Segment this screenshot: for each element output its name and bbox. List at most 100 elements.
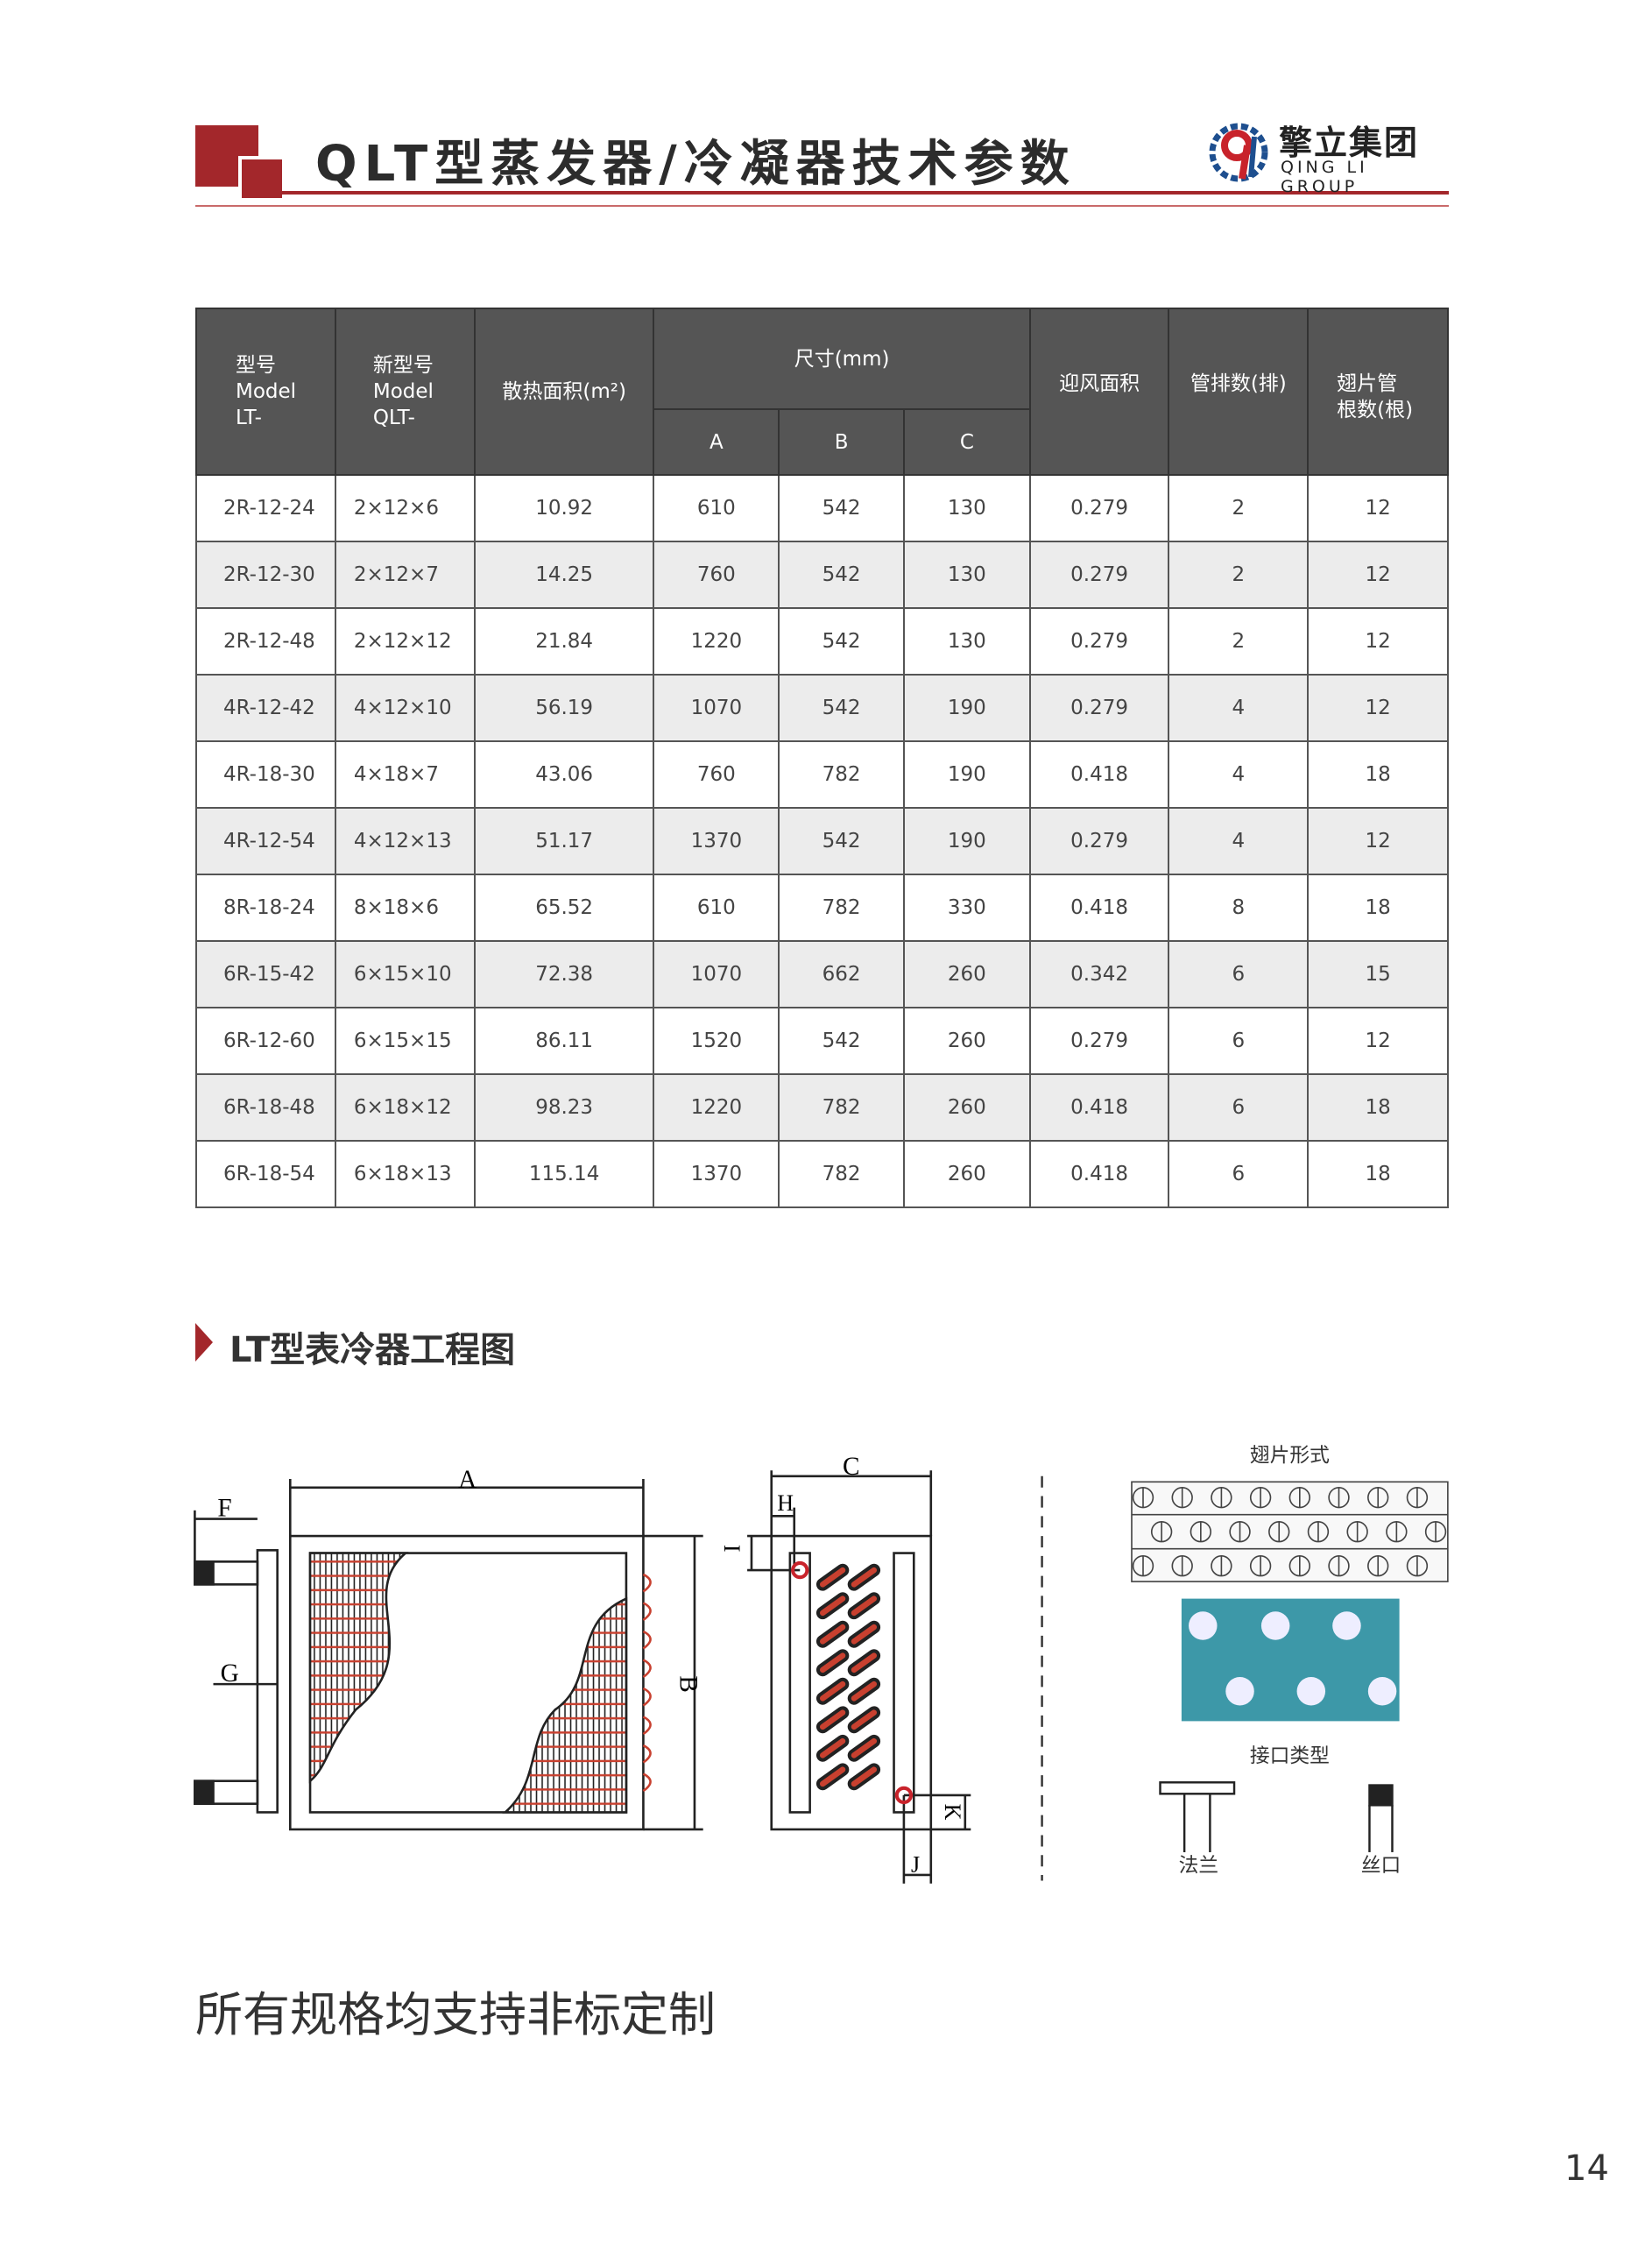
- table-cell: 6: [1168, 940, 1310, 1008]
- table-cell: 4R-12-54: [195, 807, 336, 875]
- table-cell: 6×18×13: [334, 1140, 476, 1208]
- front-view: [194, 1479, 703, 1831]
- side-view: [747, 1470, 971, 1884]
- table-cell: 0.279: [1028, 674, 1170, 742]
- table-cell: 1370: [653, 807, 780, 875]
- table-cell: 542: [778, 474, 905, 542]
- table-cell: 1070: [653, 674, 780, 742]
- page-number: 14: [1564, 2148, 1609, 2189]
- table-cell: 190: [902, 807, 1031, 875]
- col-tubes: 翅片管根数(根): [1307, 308, 1449, 476]
- col-size-b: B: [778, 408, 905, 476]
- table-cell: 130: [902, 474, 1031, 542]
- table-cell: 542: [778, 607, 905, 676]
- table-cell: 1520: [653, 1007, 780, 1075]
- flange-label: 法兰: [1179, 1855, 1219, 1878]
- table-cell: 760: [653, 541, 780, 609]
- table-cell: 2×12×7: [334, 541, 476, 609]
- thread-label: 丝口: [1361, 1855, 1401, 1878]
- table-cell: 6×15×10: [334, 940, 476, 1008]
- table-cell: 12: [1307, 674, 1449, 742]
- table-cell: 4×12×10: [334, 674, 476, 742]
- page-title: QLT型蒸发器/冷凝器技术参数: [315, 136, 1077, 193]
- table-cell: 6R-18-48: [195, 1073, 336, 1142]
- header-decor-square-small: [238, 156, 282, 198]
- dim-label-i: I: [719, 1545, 745, 1553]
- table-cell: 542: [778, 674, 905, 742]
- dim-label-a: A: [458, 1466, 477, 1494]
- table-cell: 98.23: [473, 1073, 655, 1142]
- table-cell: 1220: [653, 607, 780, 676]
- dim-label-c: C: [843, 1453, 860, 1481]
- section-title: LT型表冷器工程图: [229, 1330, 516, 1370]
- table-cell: 12: [1307, 474, 1449, 542]
- table-cell: 2R-12-48: [195, 607, 336, 676]
- table-cell: 2×12×6: [334, 474, 476, 542]
- table-cell: 4: [1168, 807, 1310, 875]
- table-cell: 4×12×13: [334, 807, 476, 875]
- table-cell: 18: [1307, 1140, 1449, 1208]
- dim-label-b: B: [674, 1675, 702, 1693]
- table-cell: 1220: [653, 1073, 780, 1142]
- col-size-a: A: [653, 408, 780, 476]
- table-cell: 12: [1307, 807, 1449, 875]
- table-cell: 0.418: [1028, 1140, 1170, 1208]
- table-cell: 260: [902, 1140, 1031, 1208]
- table-cell: 190: [902, 740, 1031, 809]
- logo-emblem-icon: [1209, 123, 1268, 182]
- table-cell: 14.25: [473, 541, 655, 609]
- table-cell: 0.279: [1028, 541, 1170, 609]
- table-cell: 12: [1307, 541, 1449, 609]
- table-cell: 18: [1307, 874, 1449, 942]
- table-cell: 542: [778, 807, 905, 875]
- table-cell: 1370: [653, 1140, 780, 1208]
- table-cell: 662: [778, 940, 905, 1008]
- table-cell: 130: [902, 541, 1031, 609]
- table-cell: 610: [653, 874, 780, 942]
- table-cell: 782: [778, 740, 905, 809]
- table-cell: 18: [1307, 740, 1449, 809]
- table-cell: 6R-15-42: [195, 940, 336, 1008]
- dim-label-h: H: [777, 1490, 794, 1516]
- table-cell: 782: [778, 874, 905, 942]
- section-marker-icon: [195, 1323, 213, 1362]
- table-cell: 542: [778, 1007, 905, 1075]
- table-cell: 21.84: [473, 607, 655, 676]
- table-cell: 8R-18-24: [195, 874, 336, 942]
- table-cell: 0.279: [1028, 607, 1170, 676]
- table-cell: 6R-18-54: [195, 1140, 336, 1208]
- table-cell: 12: [1307, 1007, 1449, 1075]
- table-cell: 4: [1168, 740, 1310, 809]
- table-cell: 2×12×12: [334, 607, 476, 676]
- table-cell: 8: [1168, 874, 1310, 942]
- table-cell: 6: [1168, 1007, 1310, 1075]
- table-cell: 12: [1307, 607, 1449, 676]
- dim-label-f: F: [217, 1494, 231, 1522]
- table-cell: 4R-12-42: [195, 674, 336, 742]
- custom-spec-note: 所有规格均支持非标定制: [195, 1987, 716, 2042]
- col-rows: 管排数(排): [1168, 308, 1310, 476]
- engineering-drawing: A F G B C H I J K 翅片形式 接口类型 法兰: [194, 1445, 1449, 1884]
- table-cell: 330: [902, 874, 1031, 942]
- table-cell: 0.418: [1028, 874, 1170, 942]
- table-cell: 65.52: [473, 874, 655, 942]
- table-cell: 6: [1168, 1073, 1310, 1142]
- table-cell: 0.279: [1028, 1007, 1170, 1075]
- table-cell: 8×18×6: [334, 874, 476, 942]
- fin-pattern: [1131, 1481, 1449, 1582]
- table-cell: 6: [1168, 1140, 1310, 1208]
- table-cell: 0.342: [1028, 940, 1170, 1008]
- table-cell: 1070: [653, 940, 780, 1008]
- table-cell: 115.14: [473, 1140, 655, 1208]
- table-cell: 260: [902, 940, 1031, 1008]
- col-size-c: C: [902, 408, 1031, 476]
- table-cell: 610: [653, 474, 780, 542]
